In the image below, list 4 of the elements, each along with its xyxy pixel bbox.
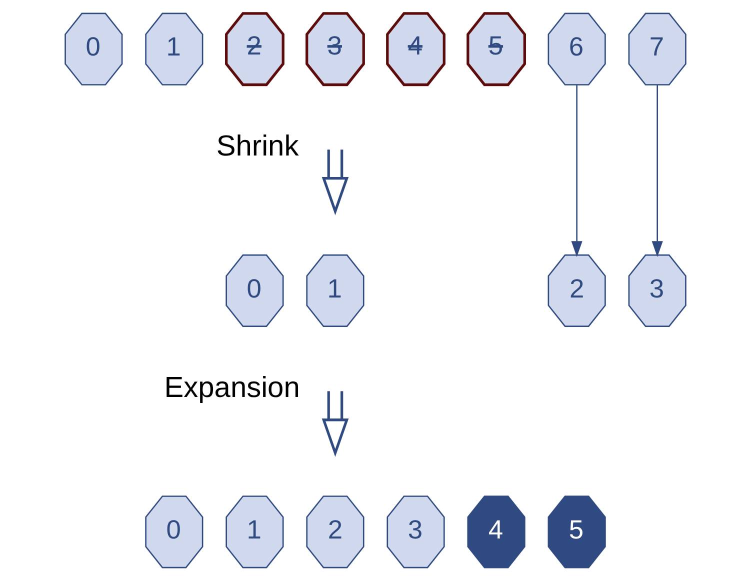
label: Shrink bbox=[216, 130, 299, 163]
arrow bbox=[652, 85, 663, 257]
label: Expansion bbox=[164, 372, 300, 404]
arrow bbox=[571, 85, 582, 257]
